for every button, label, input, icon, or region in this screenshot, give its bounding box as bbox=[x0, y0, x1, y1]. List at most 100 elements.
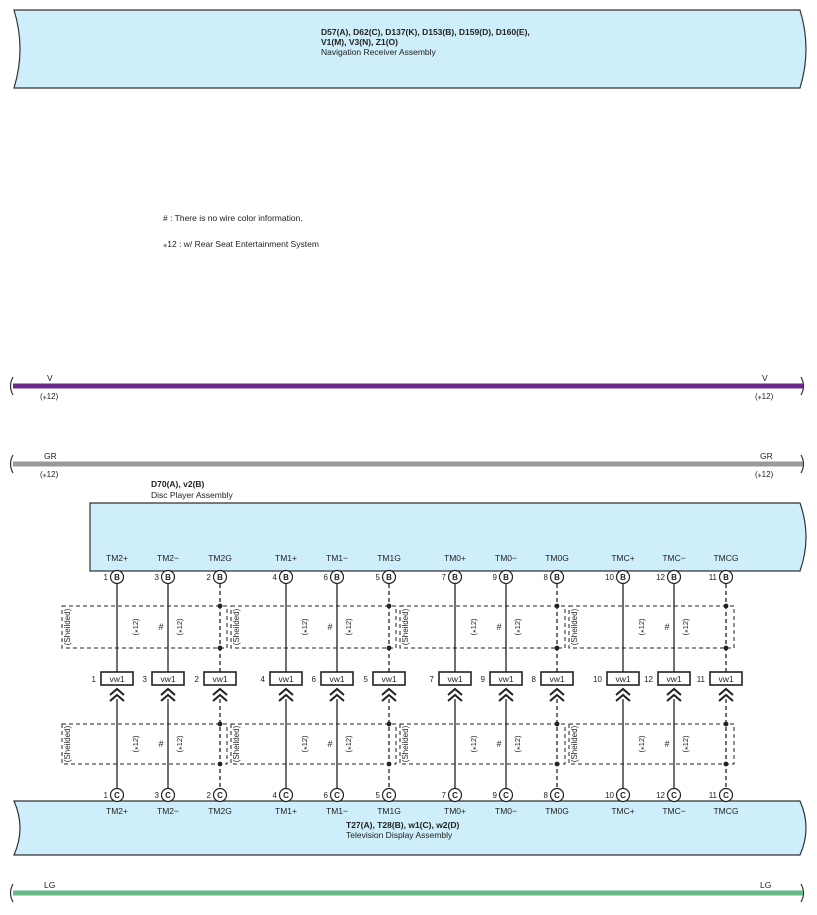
chevron-up-icon bbox=[549, 693, 565, 702]
pin-label-top: TM0− bbox=[495, 553, 517, 563]
no-color-hash: # bbox=[496, 739, 501, 749]
connector-pin-number: 3 bbox=[143, 675, 148, 684]
terminal-circle-bottom bbox=[549, 787, 565, 803]
pin-number-top: 5 bbox=[376, 573, 381, 582]
pin-number-top: 12 bbox=[656, 573, 665, 582]
pin-number-bottom: 9 bbox=[493, 791, 498, 800]
terminal-circle-top bbox=[718, 569, 734, 585]
wire-gr-code-left: GR bbox=[44, 451, 57, 461]
terminal-letter-bottom: C bbox=[671, 791, 677, 800]
no-color-hash: # bbox=[664, 622, 669, 632]
connector-vw1-box bbox=[203, 671, 237, 686]
splice-dot bbox=[723, 645, 729, 651]
connector-vw1-label: vw1 bbox=[549, 674, 564, 684]
connector-vw1-box bbox=[657, 671, 691, 686]
pin-number-top: 10 bbox=[605, 573, 614, 582]
wire-lg-code-left: LG bbox=[44, 880, 55, 890]
terminal-letter-bottom: C bbox=[165, 791, 171, 800]
connector-pin-number: 8 bbox=[532, 675, 537, 684]
chevron-up-icon bbox=[447, 687, 463, 696]
pin-number-top: 9 bbox=[493, 573, 498, 582]
pin-number-bottom: 10 bbox=[605, 791, 614, 800]
splice-dot bbox=[217, 761, 223, 767]
tv-display-name: Television Display Assembly bbox=[346, 830, 453, 840]
connector-pin-number: 2 bbox=[195, 675, 200, 684]
terminal-circle-bottom bbox=[381, 787, 397, 803]
chevron-up-icon bbox=[498, 687, 514, 696]
connector-pin-number: 5 bbox=[364, 675, 369, 684]
shield-note: (⁎12) bbox=[637, 618, 646, 636]
pin-number-bottom: 4 bbox=[273, 791, 278, 800]
shield-note: (⁎12) bbox=[513, 735, 522, 753]
splice-dot bbox=[217, 721, 223, 727]
wire-gr: GR GR (⁎12) (⁎12) bbox=[9, 451, 805, 479]
terminal-circle-bottom bbox=[615, 787, 631, 803]
terminal-letter-top: B bbox=[283, 573, 289, 582]
pin-number-bottom: 12 bbox=[656, 791, 665, 800]
shield-box bbox=[568, 605, 735, 649]
shield-box bbox=[61, 723, 228, 765]
terminal-letter-bottom: C bbox=[283, 791, 289, 800]
terminal-circle-top bbox=[447, 569, 463, 585]
splice-dot bbox=[386, 761, 392, 767]
terminal-circle-top bbox=[109, 569, 125, 585]
wire-gr-code-right: GR bbox=[760, 451, 773, 461]
terminal-circle-top bbox=[615, 569, 631, 585]
terminal-letter-top: B bbox=[503, 573, 509, 582]
pin-number-top: 1 bbox=[104, 573, 109, 582]
terminal-letter-top: B bbox=[334, 573, 340, 582]
terminal-letter-bottom: C bbox=[620, 791, 626, 800]
terminal-circle-top bbox=[329, 569, 345, 585]
no-color-hash: # bbox=[327, 622, 332, 632]
connector-vw1-label: vw1 bbox=[109, 674, 124, 684]
terminal-circle-top bbox=[160, 569, 176, 585]
chevron-up-icon bbox=[329, 693, 345, 702]
connector-vw1-label: vw1 bbox=[278, 674, 293, 684]
connector-pin-number: 7 bbox=[430, 675, 435, 684]
chevron-up-icon bbox=[718, 687, 734, 696]
pin-label-top: TM1− bbox=[326, 553, 348, 563]
pin-label-bottom: TM1+ bbox=[275, 806, 297, 816]
disc-player-name: Disc Player Assembly bbox=[151, 490, 233, 500]
chevron-up-icon bbox=[160, 687, 176, 696]
connector-pin-number: 12 bbox=[644, 675, 653, 684]
wire-v-end-right bbox=[800, 376, 805, 396]
pin-label-bottom: TMC− bbox=[662, 806, 685, 816]
splice-dot bbox=[386, 645, 392, 651]
splice-dot bbox=[554, 761, 560, 767]
shield-note: (⁎12) bbox=[344, 618, 353, 636]
shield-note: (⁎12) bbox=[300, 735, 309, 753]
pin-label-bottom: TM0G bbox=[545, 806, 569, 816]
shield-note: (⁎12) bbox=[131, 735, 140, 753]
pin-label-bottom: TM0+ bbox=[444, 806, 466, 816]
pin-label-bottom: TMCG bbox=[713, 806, 738, 816]
pin-number-top: 8 bbox=[544, 573, 549, 582]
terminal-circle-bottom bbox=[718, 787, 734, 803]
shield-note: (⁎12) bbox=[469, 618, 478, 636]
shielded-label: (Sheilded) bbox=[63, 725, 72, 762]
pin-number-top: 2 bbox=[207, 573, 212, 582]
wire-lg-code-right: LG bbox=[760, 880, 771, 890]
wire-gr-note-right: (⁎12) bbox=[755, 470, 774, 479]
pin-label-bottom: TM1− bbox=[326, 806, 348, 816]
terminal-letter-bottom: C bbox=[452, 791, 458, 800]
chevron-up-icon bbox=[498, 693, 514, 702]
chevron-up-icon bbox=[212, 693, 228, 702]
terminal-letter-top: B bbox=[217, 573, 223, 582]
wire-v-code-left: V bbox=[47, 373, 53, 383]
splice-dot bbox=[554, 721, 560, 727]
terminal-letter-top: B bbox=[620, 573, 626, 582]
connector-vw1-label: vw1 bbox=[212, 674, 227, 684]
shield-box bbox=[399, 605, 566, 649]
pin-number-bottom: 5 bbox=[376, 791, 381, 800]
chevron-up-icon bbox=[666, 693, 682, 702]
wire-v-end-left bbox=[9, 376, 14, 396]
wire-lg-end-left bbox=[9, 883, 14, 903]
shield-note: (⁎12) bbox=[681, 618, 690, 636]
wire-v: V V (⁎12) (⁎12) bbox=[9, 373, 805, 401]
chevron-up-icon bbox=[109, 687, 125, 696]
pin-label-bottom: TM2− bbox=[157, 806, 179, 816]
terminal-circle-bottom bbox=[447, 787, 463, 803]
pin-number-top: 4 bbox=[273, 573, 278, 582]
pin-label-top: TM2+ bbox=[106, 553, 128, 563]
